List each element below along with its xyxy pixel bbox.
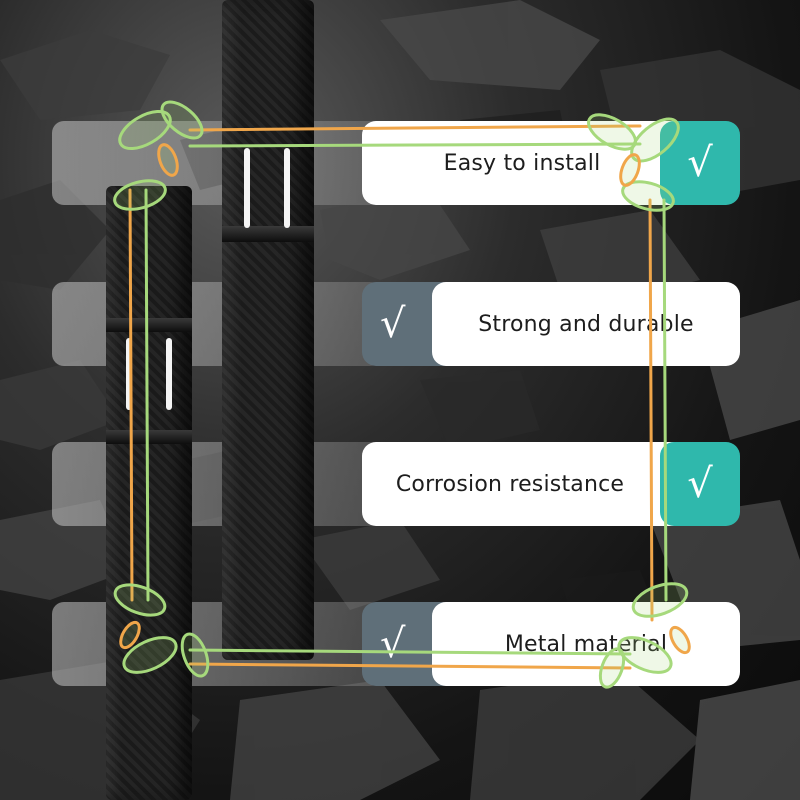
check-icon: √ — [687, 140, 713, 186]
feature-band-2 — [52, 282, 382, 366]
feature-band-1 — [52, 121, 382, 205]
pole-ring-short — [106, 430, 192, 444]
carbon-pole-short — [106, 186, 192, 800]
check-icon: √ — [687, 461, 713, 507]
feature-card-corrosion-resistance: Corrosion resistance — [362, 442, 702, 526]
check-badge: √ — [660, 442, 740, 526]
check-icon: √ — [380, 301, 406, 347]
check-badge: √ — [660, 121, 740, 205]
feature-label: Metal material — [504, 631, 668, 657]
feature-card-strong-durable: Strong and durable — [432, 282, 740, 366]
pole-slot — [166, 338, 172, 410]
pole-ring-short — [106, 318, 192, 332]
feature-band-4 — [52, 602, 382, 686]
feature-label: Strong and durable — [478, 311, 694, 337]
feature-band-3 — [52, 442, 382, 526]
pole-slot — [244, 148, 250, 228]
pole-slot — [284, 148, 290, 228]
feature-label: Corrosion resistance — [395, 471, 625, 497]
pole-slot — [126, 338, 132, 410]
feature-label: Easy to install — [443, 150, 601, 176]
feature-card-easy-install: Easy to install — [362, 121, 702, 205]
carbon-pole-tall — [222, 0, 314, 660]
pole-ring-tall — [222, 226, 314, 242]
feature-card-metal-material: Metal material — [432, 602, 740, 686]
check-icon: √ — [380, 621, 406, 667]
